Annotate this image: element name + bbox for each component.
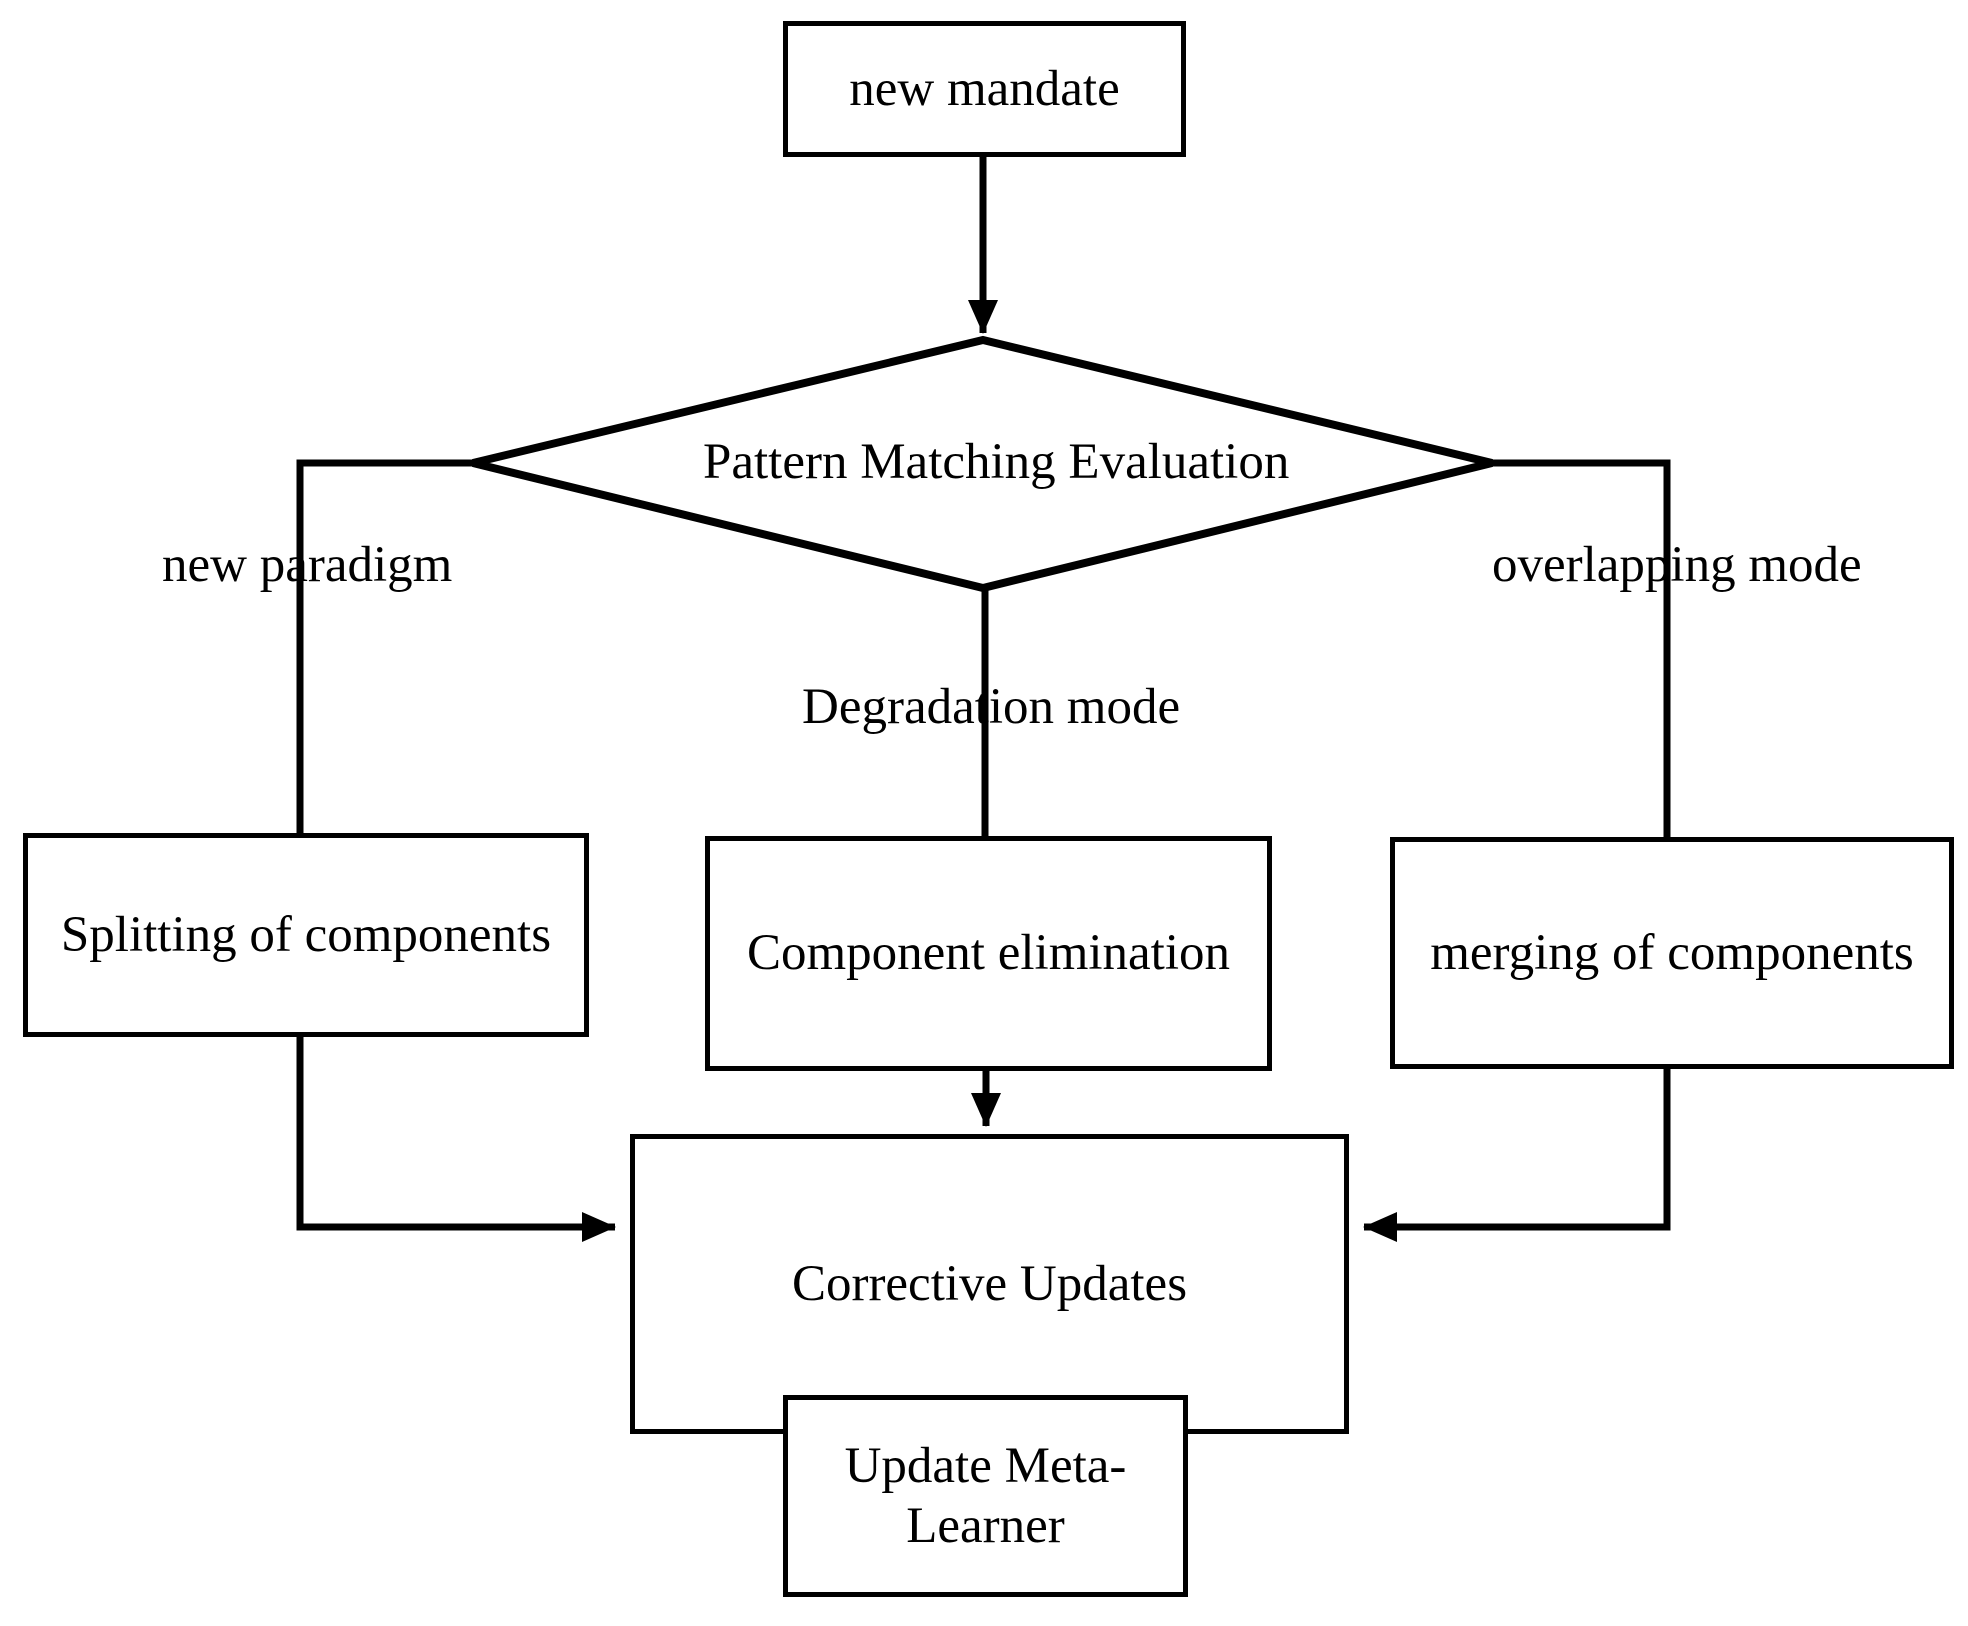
node-update-meta-learner-line1: Update Meta-: [844, 1437, 1127, 1494]
edge-splitting-to-corrective: [296, 1037, 616, 1242]
edge-label-new-paradigm: new paradigm: [162, 537, 453, 593]
node-new-mandate-label: new mandate: [849, 60, 1120, 117]
node-splitting-of-components[interactable]: Splitting of components: [23, 833, 589, 1037]
node-update-meta-learner[interactable]: Update Meta- Learner: [783, 1395, 1188, 1597]
node-update-meta-learner-label: Update Meta- Learner: [845, 1436, 1127, 1556]
node-merging-of-components[interactable]: merging of components: [1390, 837, 1954, 1069]
node-component-elimination-label: Component elimination: [746, 925, 1231, 982]
edge-evaluation-to-splitting: [296, 459, 473, 833]
edge-label-overlapping-mode: overlapping mode: [1492, 537, 1862, 593]
edge-label-degradation-mode: Degradation mode: [802, 679, 1181, 735]
node-splitting-of-components-label: Splitting of components: [60, 906, 552, 963]
node-pattern-matching-evaluation-label: Pattern Matching Evaluation: [703, 434, 1290, 490]
edge-evaluation-to-merging: [1492, 459, 1671, 837]
node-component-elimination[interactable]: Component elimination: [705, 836, 1272, 1071]
node-corrective-updates[interactable]: Corrective Updates: [630, 1134, 1349, 1434]
node-new-mandate[interactable]: new mandate: [783, 21, 1186, 157]
node-merging-of-components-label: merging of components: [1430, 924, 1914, 981]
edge-merging-to-corrective: [1363, 1069, 1671, 1242]
node-corrective-updates-label: Corrective Updates: [791, 1255, 1188, 1312]
node-update-meta-learner-line2: Learner: [906, 1498, 1065, 1554]
